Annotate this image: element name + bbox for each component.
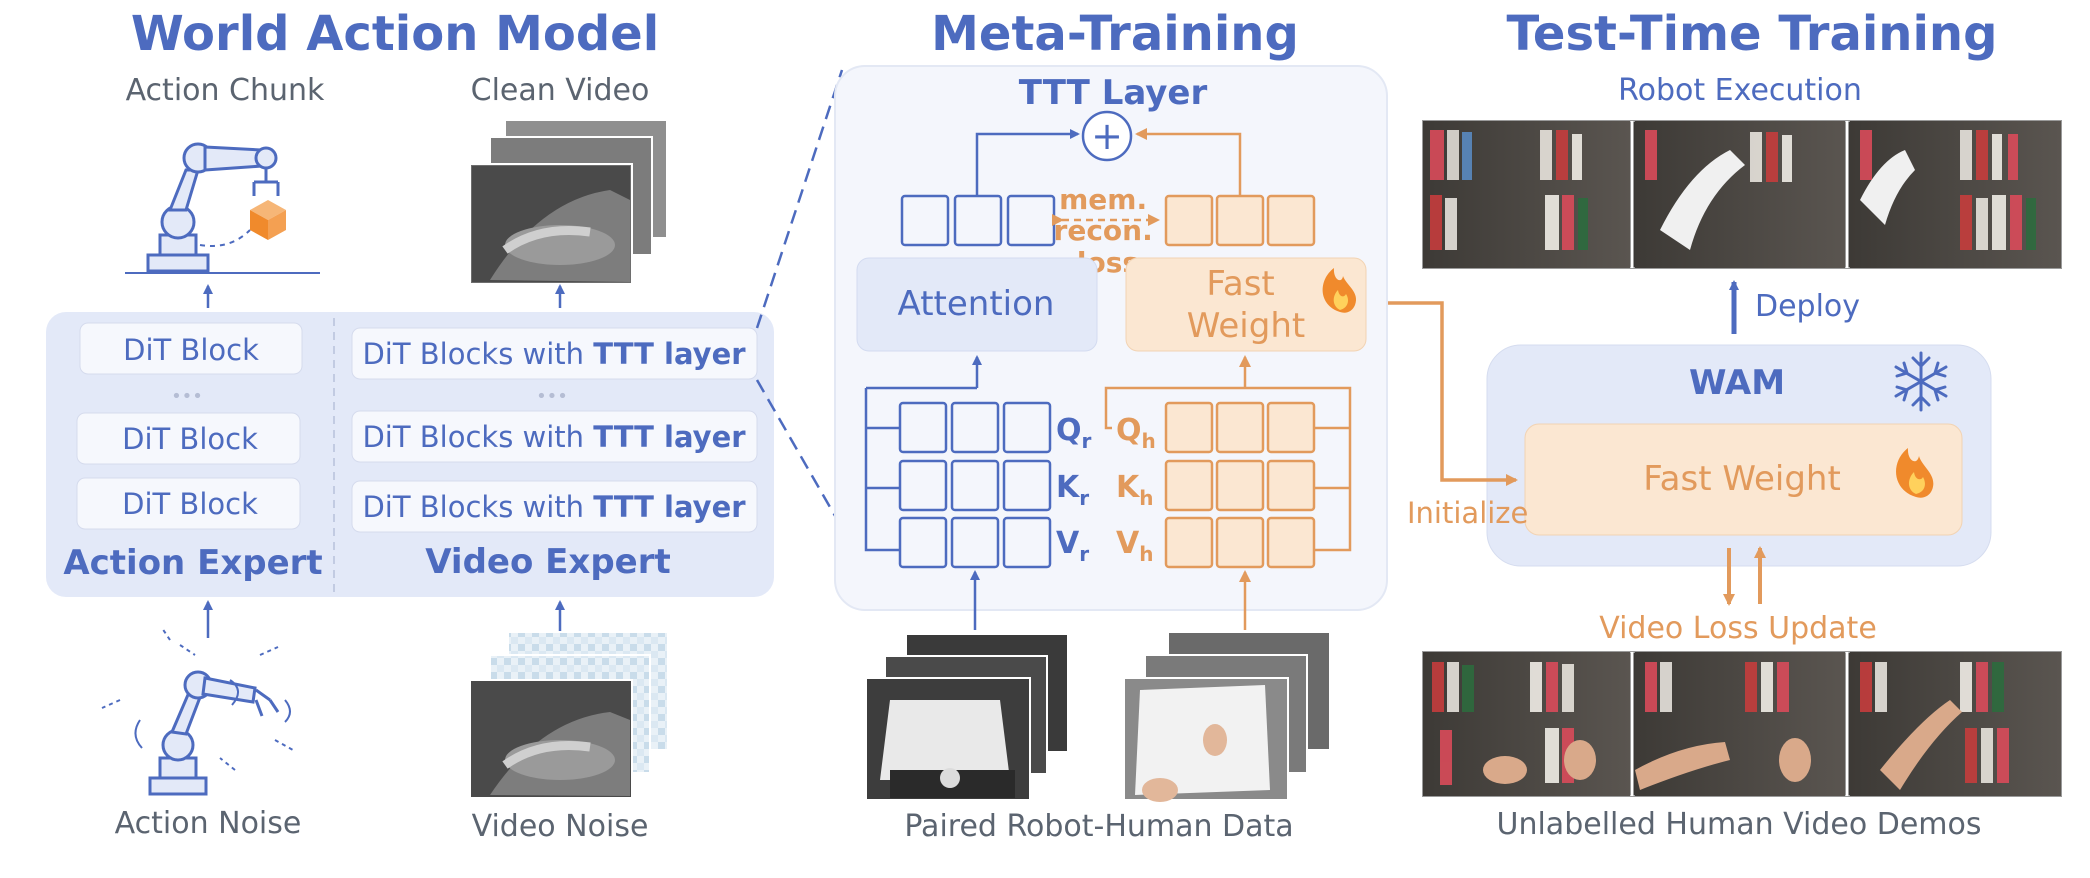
ttt-title: Test-Time Training	[1507, 6, 1998, 62]
dit-block	[79, 322, 303, 375]
human-demos-label: Unlabelled Human Video Demos	[1497, 807, 1982, 842]
action-expert-title: Action Expert	[63, 543, 322, 583]
attention-label: Attention	[898, 284, 1055, 324]
k-h-label: Kh	[1116, 470, 1154, 510]
robot-qkv-grid	[898, 401, 1052, 569]
k-r-label: Kr	[1056, 470, 1089, 510]
attention-block	[856, 257, 1098, 352]
dit-block-label: DiT Block	[122, 487, 258, 521]
ttt-block	[351, 410, 758, 463]
video-expert: DiT Blocks with TTT layer ••• DiT Blocks…	[351, 327, 758, 582]
clean-video-label: Clean Video	[471, 73, 650, 108]
action-noise-label: Action Noise	[115, 806, 302, 841]
video-loss-label: Video Loss Update	[1599, 611, 1877, 646]
human-qkv-bracket	[1104, 386, 1352, 552]
human-to-plus-line	[1135, 128, 1242, 195]
video-noise-frames	[469, 631, 669, 799]
human-qkv-grid	[1164, 401, 1316, 569]
action-expert: DiT Block ••• DiT Block DiT Block Action…	[63, 322, 323, 583]
ttt-block	[351, 480, 758, 533]
ttt-block	[351, 327, 758, 380]
snowflake-icon	[1894, 351, 1948, 412]
dit-block-label: DiT Block	[122, 422, 258, 456]
ttt-layer-title: TTT Layer	[1019, 73, 1208, 113]
box-icon	[250, 200, 286, 240]
fast-weight-label: Fast Weight	[1187, 264, 1305, 346]
plus-symbol: +	[1091, 114, 1123, 158]
q-r-label: Qr	[1056, 413, 1092, 453]
wam-label: WAM	[1689, 363, 1785, 403]
ttt-fast-weight-label: Fast Weight	[1643, 459, 1841, 499]
robot-qkv-bracket	[864, 386, 977, 552]
noisy-robot-arm-icon	[101, 627, 294, 796]
human-qkv-labels: Qh Kh Vh	[1116, 413, 1156, 566]
fast-weight-block	[1125, 257, 1367, 352]
deploy-label: Deploy	[1755, 289, 1860, 324]
q-h-label: Qh	[1116, 413, 1156, 453]
ttt-block-label: DiT Blocks with TTT layer	[362, 490, 746, 524]
fire-icon	[1322, 268, 1357, 313]
video-expert-title: Video Expert	[425, 542, 671, 582]
initialize-label: Initialize	[1407, 496, 1528, 530]
meta-title: Meta-Training	[931, 6, 1299, 62]
robot-qkv-labels: Qr Kr Vr	[1056, 413, 1092, 566]
v-h-label: Vh	[1116, 526, 1153, 566]
ttt-section: Test-Time Training Robot Execution Deplo…	[1388, 6, 2062, 842]
plus-node	[1081, 110, 1133, 162]
wam-title: World Action Model	[131, 6, 659, 62]
fire-icon	[1896, 448, 1934, 498]
robot-to-plus-line	[975, 129, 1080, 195]
dit-block	[76, 412, 301, 465]
robot-execution-strip	[1422, 120, 2062, 269]
human-output-tokens	[1164, 194, 1316, 247]
dit-block-label: DiT Block	[123, 333, 259, 367]
robot-execution-label: Robot Execution	[1618, 73, 1862, 108]
ttt-block-label: DiT Blocks with TTT layer	[362, 420, 746, 454]
human-demos-strip	[1422, 651, 2062, 797]
initialize-arrow	[1388, 301, 1518, 486]
meta-section: Meta-Training TTT Layer + mem. recon. lo…	[834, 6, 1388, 844]
zoom-line-bottom	[755, 379, 844, 529]
ellipsis: •••	[536, 386, 568, 407]
robot-output-tokens	[900, 194, 1056, 247]
paired-data-label: Paired Robot-Human Data	[904, 809, 1293, 844]
clean-video-frames	[469, 119, 668, 285]
action-chunk-label: Action Chunk	[126, 73, 325, 108]
human-data-frames	[1123, 631, 1331, 802]
robot-arm-icon	[125, 142, 320, 274]
robot-data-frames	[865, 633, 1069, 801]
video-noise-label: Video Noise	[472, 809, 649, 844]
v-r-label: Vr	[1056, 526, 1089, 566]
ellipsis: •••	[171, 386, 203, 407]
ttt-block-label: DiT Blocks with TTT layer	[362, 337, 746, 371]
dit-block	[76, 477, 301, 530]
wam-section: World Action Model Action Chunk Clean Vi…	[46, 6, 774, 844]
ttt-fast-weight-block	[1524, 423, 1963, 536]
zoom-line-top	[755, 69, 844, 329]
